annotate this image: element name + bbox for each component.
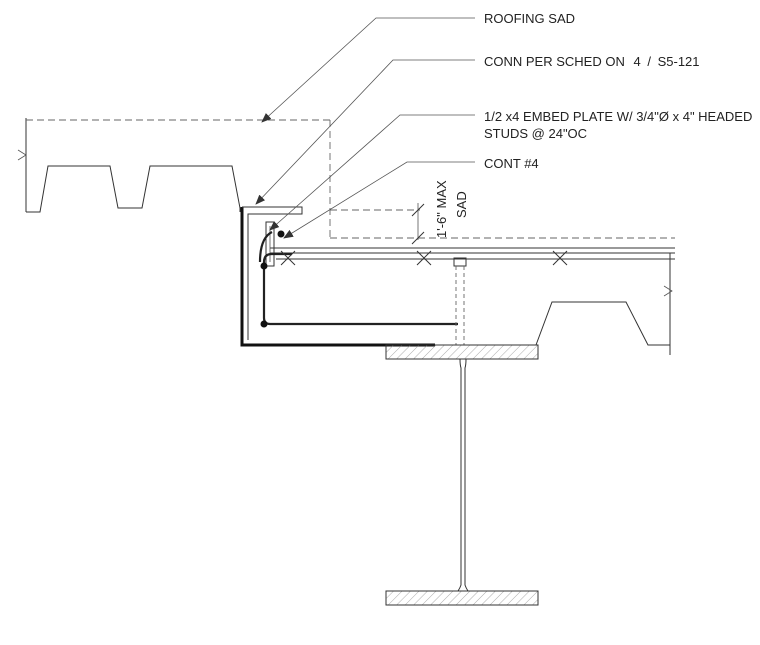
- deck-break-right-symbol: [663, 285, 673, 297]
- leader-conn: [255, 59, 475, 205]
- cont-bar-dot: [260, 262, 268, 270]
- cont-bar-dot: [277, 230, 285, 238]
- roof-metal-deck: [17, 118, 241, 213]
- roofing-sad-dashed-lines: [26, 119, 675, 239]
- deck-break-left-symbol: [17, 149, 27, 161]
- callout-labels: ROOFING SAD CONN PER SCHED ON 4 / S5-121…: [484, 11, 752, 171]
- leader-embed-plate: [269, 114, 475, 231]
- hooked-rebar: [258, 231, 458, 326]
- dimension-note: SAD: [454, 191, 469, 218]
- concrete-slab-top: [270, 247, 675, 260]
- callout-cont-bar: CONT #4: [484, 156, 539, 171]
- cont-bars: [260, 230, 285, 328]
- callout-embed-plate-line2: STUDS @ 24"OC: [484, 126, 587, 141]
- callout-conn-prefix: CONN PER SCHED ON: [484, 54, 625, 69]
- dimension-value: 1'-6" MAX: [434, 180, 449, 238]
- steel-wide-flange-beam: [385, 344, 539, 606]
- detail-reference-sheet: S5-121: [658, 54, 700, 69]
- beam-bottom-flange: [385, 590, 539, 606]
- callout-roofing-sad: ROOFING SAD: [484, 11, 575, 26]
- callout-embed-plate-line1: 1/2 x4 EMBED PLATE W/ 3/4"Ø x 4" HEADED: [484, 109, 752, 124]
- callout-leaders: [255, 17, 475, 239]
- slab-edge-bent-plate: [240, 206, 435, 347]
- shear-stud: [453, 257, 467, 345]
- callout-conn-per-sched: CONN PER SCHED ON 4 / S5-121: [484, 54, 700, 69]
- floor-metal-deck: [535, 253, 673, 355]
- rebar-x-marks: [280, 250, 568, 266]
- cont-bar-dot: [260, 320, 268, 328]
- leader-cont-bar: [283, 161, 475, 239]
- beam-top-flange: [385, 344, 539, 360]
- embed-plate-with-headed-stud: [265, 221, 275, 267]
- detail-reference-number: 4: [633, 54, 640, 69]
- leader-roofing-sad: [261, 17, 475, 123]
- max-sad-dimension: 1'-6" MAX SAD: [411, 180, 469, 245]
